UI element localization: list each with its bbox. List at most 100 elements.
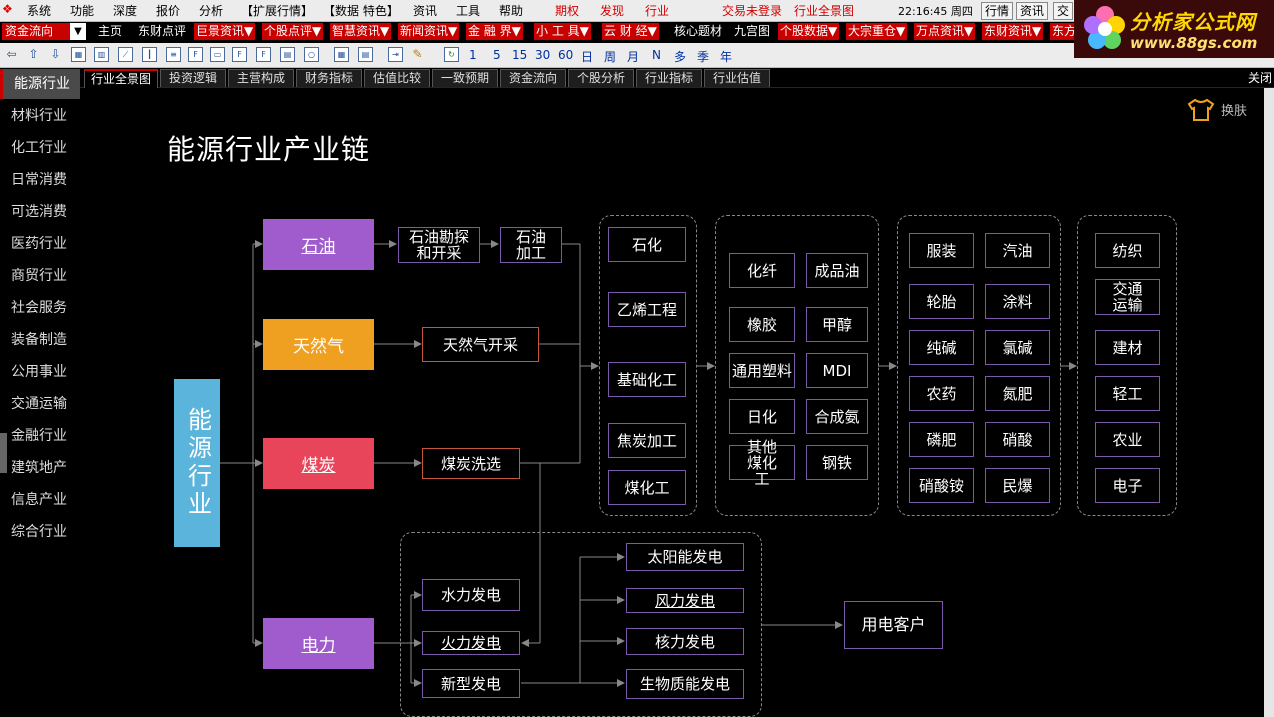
node-g3-10[interactable]: 硝酸铵 [909,468,974,503]
node-g3-7[interactable]: 氮肥 [985,376,1050,411]
node-hydro-power[interactable]: 水力发电 [422,579,520,611]
node-g2-0[interactable]: 化纤 [729,253,795,288]
node-g3-8[interactable]: 磷肥 [909,422,974,457]
node-g4-2[interactable]: 建材 [1095,330,1160,365]
link-smart-info[interactable]: 智慧资讯▼ [330,23,392,40]
menu-options[interactable]: 期权 [555,4,580,18]
node-g2-3[interactable]: 甲醇 [806,307,868,342]
sidebar-item-daily-consumption[interactable]: 日常消费 [11,172,67,188]
link-nine-grid[interactable]: 九宫图 [734,24,771,38]
link-dongcai-review[interactable]: 东财点评 [138,24,187,38]
list-icon[interactable]: ≡ [166,47,181,62]
node-g2-6[interactable]: 日化 [729,399,795,434]
node-g3-6[interactable]: 农药 [909,376,974,411]
node-g1-0[interactable]: 石化 [608,227,686,262]
menu-extended[interactable]: 【扩展行情】 [241,4,314,18]
node-g2-8[interactable]: 其他煤化工 [729,439,795,487]
f2-icon[interactable]: F [256,47,271,62]
node-g3-9[interactable]: 硝酸 [985,422,1050,457]
period-multi[interactable]: 多 [674,50,687,64]
menu-news[interactable]: 资讯 [413,4,438,18]
link-small-tools[interactable]: 小 工 具▼ [534,23,591,40]
link-news-info[interactable]: 新闻资讯▼ [398,23,460,40]
node-g3-2[interactable]: 轮胎 [909,284,974,319]
link-stock-review[interactable]: 个股点评▼ [262,23,324,40]
tab-industry-indicators[interactable]: 行业指标 [636,69,702,87]
menu-system[interactable]: 系统 [27,4,52,18]
grid-icon[interactable]: ▦ [71,47,86,62]
period-month[interactable]: 月 [627,50,640,64]
sidebar-item-comprehensive[interactable]: 综合行业 [11,524,67,540]
node-g2-2[interactable]: 橡胶 [729,307,795,342]
link-home[interactable]: 主页 [98,24,123,38]
tab-stock-analysis[interactable]: 个股分析 [568,69,634,87]
period-week[interactable]: 周 [604,50,617,64]
tab-main-business[interactable]: 主营构成 [228,69,294,87]
node-coal[interactable]: 煤炭 [263,438,374,489]
link-dongcai-info[interactable]: 东财资讯▼ [982,23,1044,40]
node-power[interactable]: 电力 [263,618,374,669]
node-g1-3[interactable]: 焦炭加工 [608,423,686,458]
f-icon[interactable]: F [232,47,247,62]
root-energy-industry[interactable]: 能源行业 [174,379,220,547]
fund-flow-select[interactable]: 资金流向 [2,23,71,40]
skin-button[interactable]: 换肤 [1221,104,1248,119]
node-g3-4[interactable]: 纯碱 [909,330,974,365]
period-year[interactable]: 年 [720,50,733,64]
export-icon[interactable]: ⇥ [388,47,403,62]
node-power-customer[interactable]: 用电客户 [844,601,943,649]
period-season[interactable]: 季 [697,50,710,64]
link-cloud-finance[interactable]: 云 财 经▼ [602,23,659,40]
menu-function[interactable]: 功能 [70,4,95,18]
sidebar-item-social-services[interactable]: 社会服务 [11,300,67,316]
pencil-icon[interactable]: ✎ [412,47,423,61]
sidebar-item-construction[interactable]: 建筑地产 [11,460,67,476]
bars-icon[interactable]: ▥ [94,47,109,62]
sidebar-item-optional-consumption[interactable]: 可选消费 [11,204,67,220]
industry-panorama-link[interactable]: 行业全景图 [794,4,855,18]
tshirt-icon[interactable] [1186,98,1216,122]
node-nuclear-power[interactable]: 核力发电 [626,628,744,655]
menu-industry[interactable]: 行业 [645,4,670,18]
calc-icon[interactable]: ▦ [334,47,349,62]
node-g4-5[interactable]: 电子 [1095,468,1160,503]
menu-depth[interactable]: 深度 [113,4,138,18]
node-g1-1[interactable]: 乙烯工程 [608,292,686,327]
tab-consensus[interactable]: 一致预期 [432,69,498,87]
period-30[interactable]: 30 [535,48,551,62]
tab-valuation-compare[interactable]: 估值比较 [364,69,430,87]
node-g2-4[interactable]: 通用塑料 [729,353,795,388]
sidebar-item-materials[interactable]: 材料行业 [11,108,67,124]
node-g3-5[interactable]: 氯碱 [985,330,1050,365]
node-g2-9[interactable]: 钢铁 [806,445,868,480]
period-60[interactable]: 60 [558,48,574,62]
sidebar-item-commerce[interactable]: 商贸行业 [11,268,67,284]
node-biomass-power[interactable]: 生物质能发电 [626,669,744,699]
close-button[interactable]: 关闭 [1247,71,1272,85]
node-g4-1[interactable]: 交通运输 [1095,279,1160,315]
link-stock-data[interactable]: 个股数据▼ [778,23,840,40]
circle-icon[interactable]: ○ [304,47,319,62]
table-icon[interactable]: ▤ [280,47,295,62]
node-g1-2[interactable]: 基础化工 [608,362,686,397]
sidebar-item-chemical[interactable]: 化工行业 [11,140,67,156]
menu-help[interactable]: 帮助 [499,4,524,18]
vertical-scrollbar[interactable] [1264,88,1274,717]
node-g3-3[interactable]: 涂料 [985,284,1050,319]
node-g1-4[interactable]: 煤化工 [608,470,686,505]
node-thermal-power[interactable]: 火力发电 [422,631,520,655]
link-jujing[interactable]: 巨景资讯▼ [194,23,256,40]
period-n[interactable]: N [652,48,661,62]
node-gas[interactable]: 天然气 [263,319,374,370]
arrow-left-icon[interactable]: ⇦ [6,47,17,61]
node-g2-5[interactable]: MDI [806,353,868,388]
tab-fund-flow[interactable]: 资金流向 [500,69,566,87]
link-block-holding[interactable]: 大宗重仓▼ [846,23,908,40]
menu-tools[interactable]: 工具 [456,4,481,18]
candle-icon[interactable]: ┃ [142,47,157,62]
link-wanfang[interactable]: 万点资讯▼ [914,23,976,40]
line-chart-icon[interactable]: ⟋ [118,47,133,62]
node-g3-11[interactable]: 民爆 [985,468,1050,503]
tab-industry-valuation[interactable]: 行业估值 [704,69,770,87]
node-oil-exploration[interactable]: 石油勘探和开采 [398,227,480,263]
